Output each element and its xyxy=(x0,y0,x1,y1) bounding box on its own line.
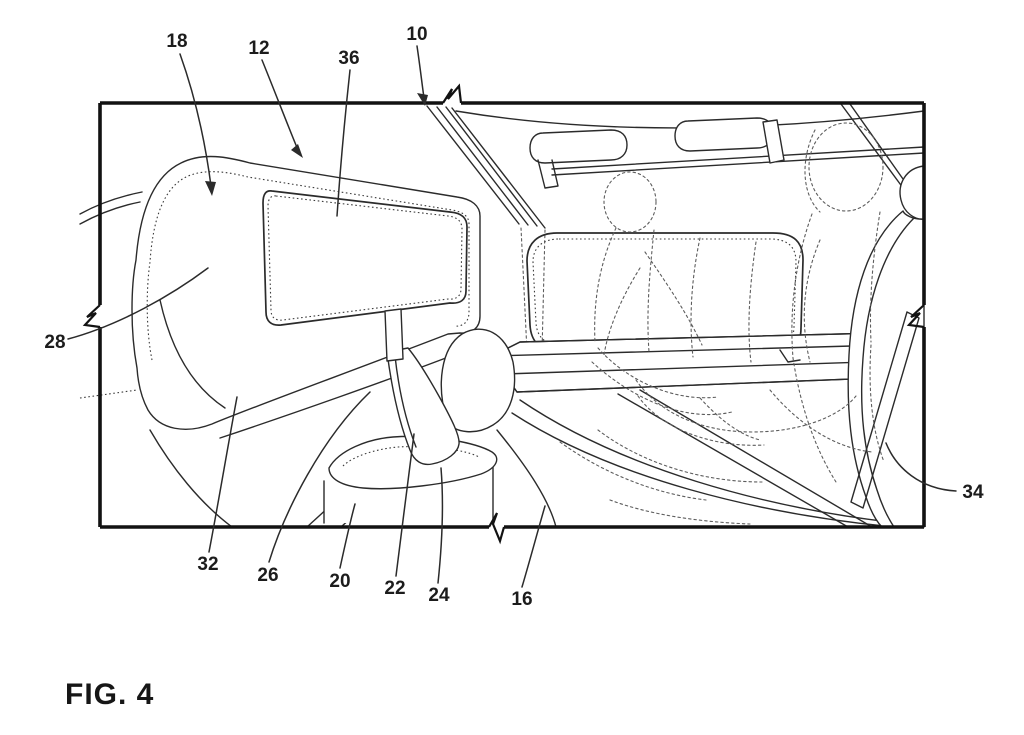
right-seat-belt xyxy=(850,311,920,509)
console-box-edges xyxy=(323,460,494,524)
break-top xyxy=(442,83,463,104)
leader-lines xyxy=(67,45,957,588)
ref-numeral-28: 28 xyxy=(44,332,65,353)
phantom-seatback xyxy=(690,237,757,363)
right-headrest xyxy=(899,165,925,220)
console-top-inner xyxy=(342,446,480,467)
leader-24 xyxy=(437,467,444,584)
leader-34 xyxy=(885,442,957,492)
ref-numeral-10: 10 xyxy=(406,24,427,45)
floor-sweep xyxy=(511,399,899,528)
display-screen-inner xyxy=(267,195,463,321)
cabin-interior xyxy=(149,103,925,528)
leader-28 xyxy=(67,267,209,340)
display-panel xyxy=(79,155,481,439)
display-screen xyxy=(262,190,468,326)
grab-handle-right-bracket xyxy=(762,119,785,164)
break-right xyxy=(906,304,925,329)
ref-numeral-20: 20 xyxy=(329,571,350,592)
phantom-floor xyxy=(559,389,873,525)
panel-fold-curve xyxy=(159,299,226,409)
mount-arm xyxy=(386,347,460,466)
ref-numeral-26: 26 xyxy=(257,565,278,586)
drawing-border xyxy=(82,83,926,545)
leader-36 xyxy=(336,69,351,217)
grab-handle-left-bracket xyxy=(537,159,559,189)
right-seat-inner xyxy=(860,217,915,528)
ref-numeral-32: 32 xyxy=(197,554,218,575)
ref-numeral-12: 12 xyxy=(248,38,269,59)
figure-label: FIG. 4 xyxy=(65,678,154,711)
floor-beam-right xyxy=(617,389,873,528)
reference-numerals: 18 12 36 10 28 34 32 26 20 22 24 16 xyxy=(44,24,984,610)
phantom-cushion xyxy=(635,379,857,446)
leader-16 xyxy=(521,505,546,588)
leader-18 xyxy=(179,53,212,187)
beltline-upper xyxy=(551,146,925,170)
leader-32 xyxy=(208,396,238,553)
arrowhead-12 xyxy=(291,144,303,158)
leader-10 xyxy=(416,45,425,99)
floor-curve-center xyxy=(496,429,557,528)
arrowhead-10 xyxy=(417,93,428,106)
passenger1-head xyxy=(603,171,657,233)
passenger2-head xyxy=(808,122,884,212)
ref-numeral-36: 36 xyxy=(338,48,359,69)
grab-handle-right xyxy=(674,117,774,152)
ref-numeral-22: 22 xyxy=(384,578,405,599)
leader-20 xyxy=(339,503,356,569)
ref-numeral-18: 18 xyxy=(166,31,187,52)
b-pillar-belt xyxy=(426,105,546,229)
pedestal-group xyxy=(323,308,516,524)
second-row-headrest xyxy=(440,328,516,433)
panel-inner-offset xyxy=(146,171,470,361)
ref-numeral-24: 24 xyxy=(428,585,450,606)
grab-handle-left xyxy=(529,129,628,164)
leader-22 xyxy=(395,433,415,577)
break-left xyxy=(82,304,101,329)
floor-curve-under-panel xyxy=(149,429,233,528)
panel-crossing-lines xyxy=(79,191,143,225)
leader-12 xyxy=(261,59,299,151)
ref-numeral-34: 34 xyxy=(962,482,984,503)
passenger1-legs xyxy=(591,347,761,441)
passenger2-body xyxy=(791,129,881,363)
b-pillar-lower xyxy=(520,227,546,353)
phantom-occupants xyxy=(559,122,885,525)
mount-post xyxy=(384,308,404,362)
leader-26 xyxy=(268,391,371,563)
arrowhead-18 xyxy=(205,181,216,196)
passenger1-body xyxy=(594,227,703,356)
beltline-lower xyxy=(551,152,925,176)
window-inner-line xyxy=(532,238,797,350)
panel-rail-extension xyxy=(79,389,138,399)
ref-numeral-16: 16 xyxy=(511,589,532,610)
break-bottom xyxy=(488,512,506,545)
panel-rail-line xyxy=(219,345,478,439)
